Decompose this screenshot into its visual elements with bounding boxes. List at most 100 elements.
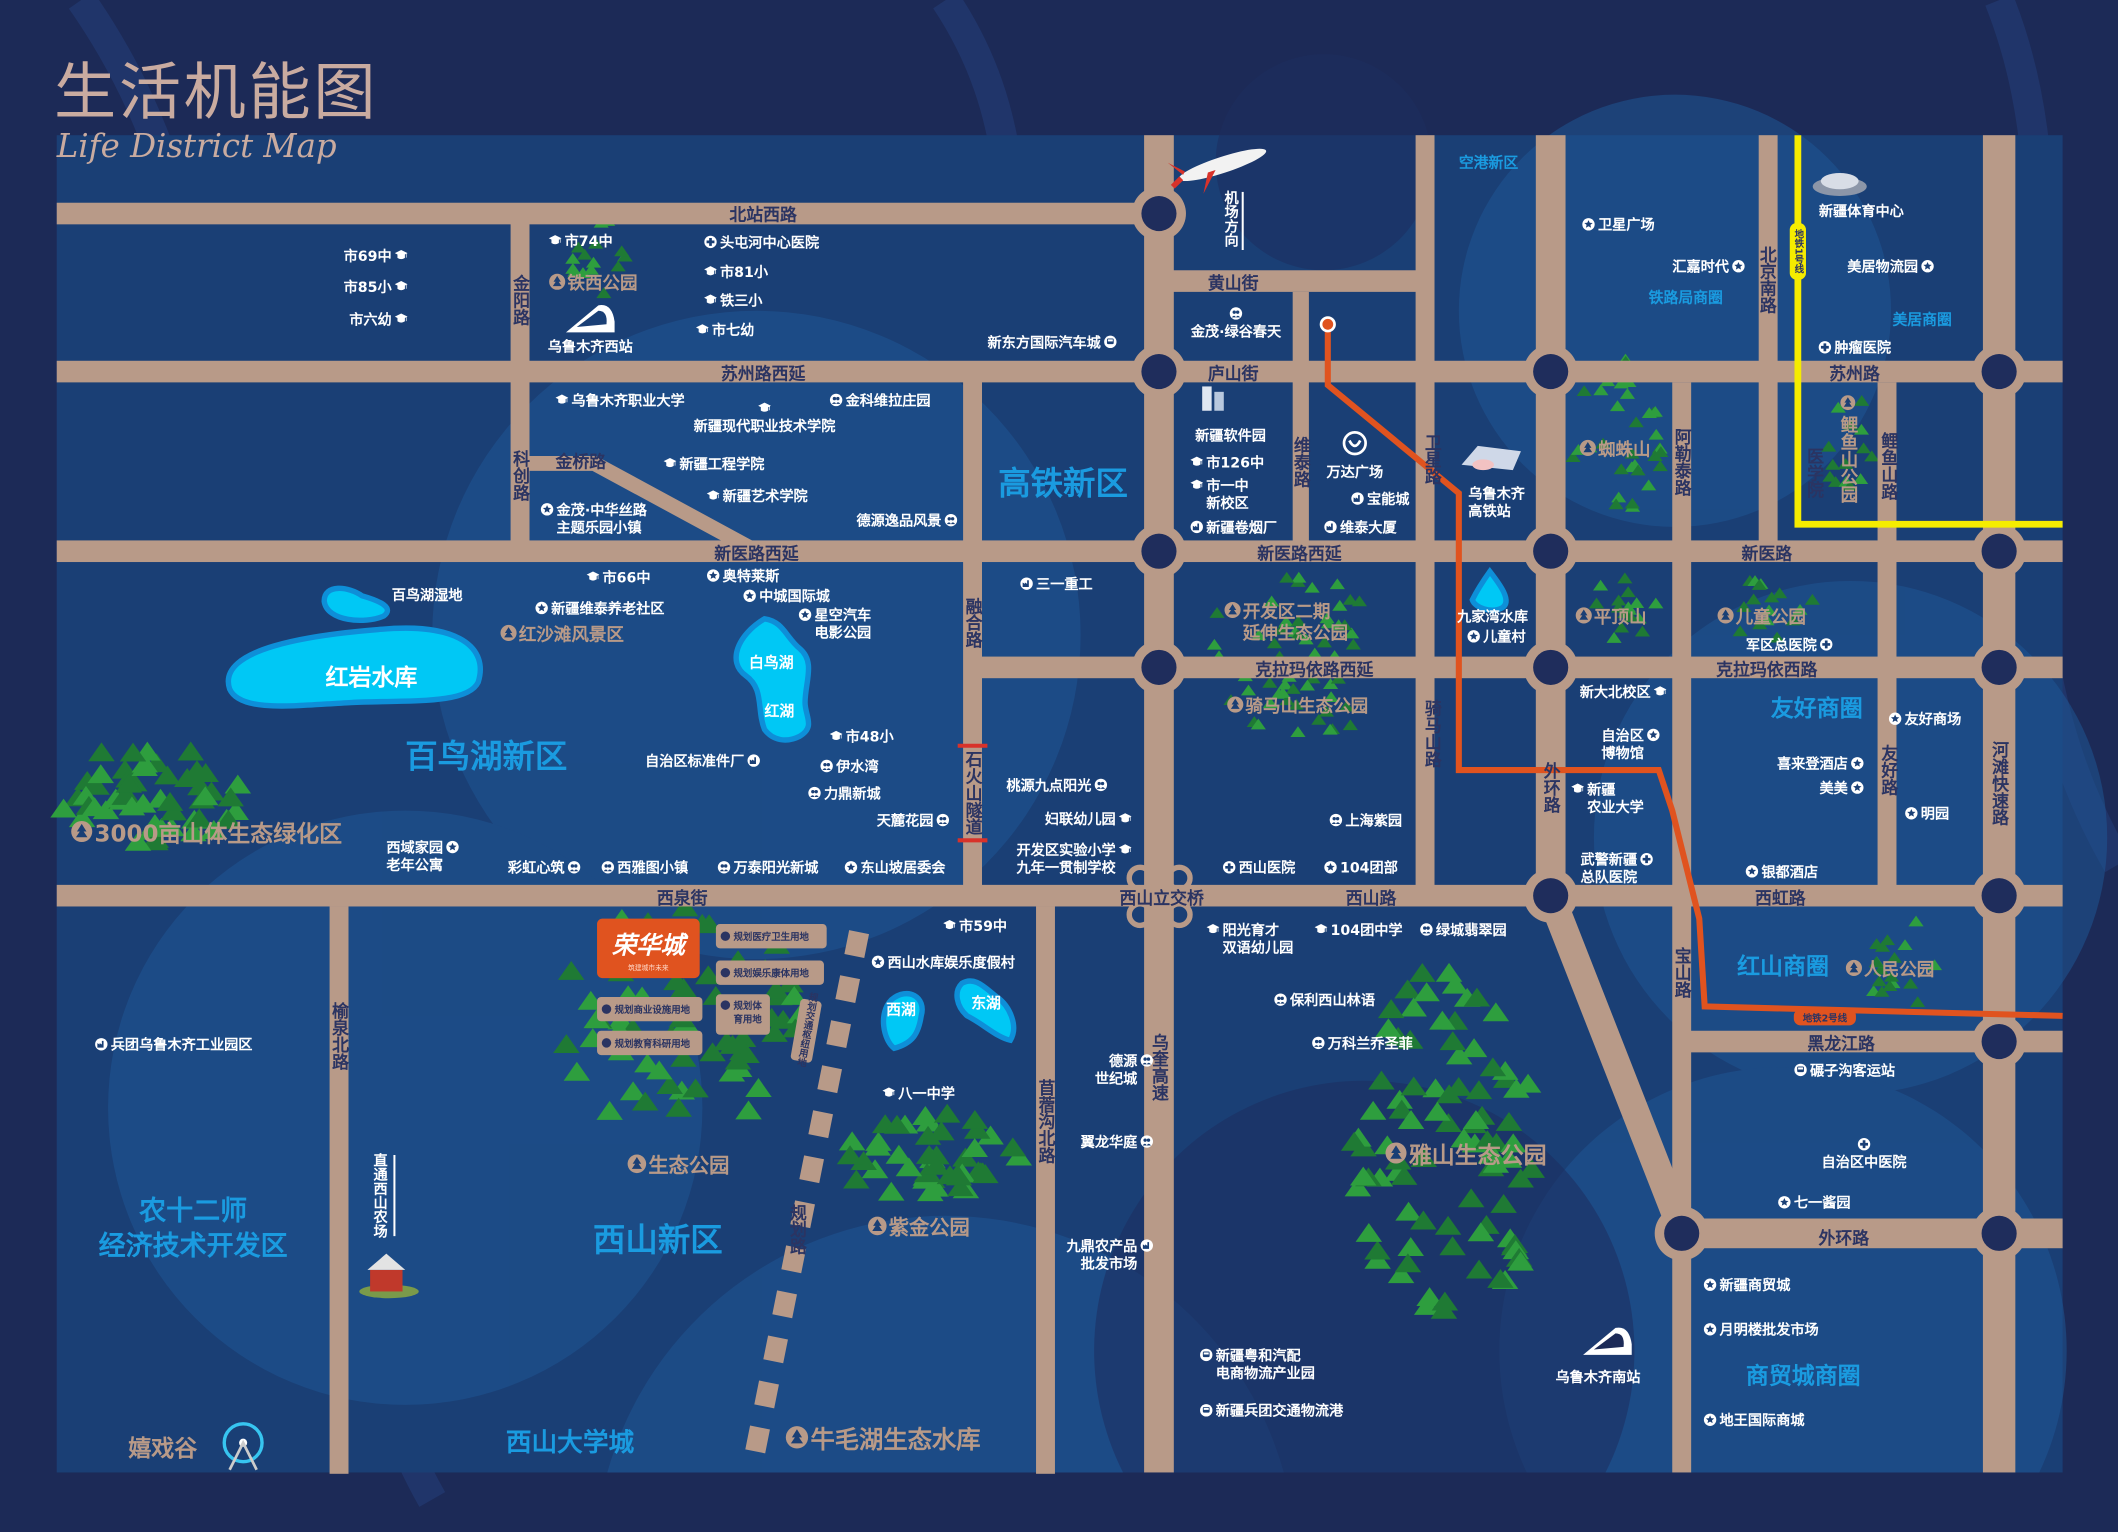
airport-direction-label: 机场方向 <box>1223 190 1239 249</box>
star-icon <box>1703 1413 1717 1426</box>
park-icon <box>1227 696 1244 713</box>
poi-hospital: 军区总医院 <box>1746 637 1833 654</box>
star-icon <box>1851 781 1864 794</box>
tree-icon <box>1275 687 1291 698</box>
tree-icon <box>1462 1110 1490 1130</box>
poi-residence: 金科维拉庄园 <box>829 392 931 409</box>
tree-icon <box>557 960 585 980</box>
tree-icon <box>81 797 108 817</box>
tree-icon <box>1593 579 1609 591</box>
tree-icon <box>1479 1144 1507 1164</box>
tree-icon <box>129 793 157 813</box>
tree-icon <box>1304 581 1320 593</box>
tree-icon <box>1884 970 1900 982</box>
poi-label: 市85小 <box>344 279 393 296</box>
poi-residence: 彩虹心筑 <box>507 860 581 877</box>
poi-label: 三一重工 <box>1036 576 1093 593</box>
poi-label: 新疆兵团交通物流港 <box>1216 1403 1344 1420</box>
planning-plot <box>597 1030 703 1056</box>
park-icon <box>1717 607 1734 624</box>
tree-icon <box>1588 597 1605 609</box>
tree-icon <box>1460 1038 1488 1058</box>
metro-line-1-label: 地铁1号线 <box>1792 228 1804 274</box>
roundabout-center <box>1533 649 1569 685</box>
lakes <box>225 566 1509 1052</box>
tree-icon <box>1653 446 1669 457</box>
hospital-icon <box>1857 1138 1871 1151</box>
plot-icon <box>601 1038 612 1048</box>
poi-label: 翼龙华庭 <box>1080 1134 1139 1151</box>
road-label: 克拉玛依路西延 <box>1255 659 1373 679</box>
brand-tagline: 筑建城市未来 <box>628 963 669 972</box>
tree-icon <box>699 1042 726 1062</box>
poi-label: 新疆卷烟厂 <box>1206 519 1277 536</box>
tree-icon <box>1507 1251 1534 1271</box>
tree-icon <box>1400 1076 1427 1096</box>
tree-icon <box>1413 982 1440 1002</box>
poi-star: 中城国际城 <box>743 588 831 605</box>
poi-school: 市81小 <box>704 264 769 281</box>
poi-label: 西域家园老年公寓 <box>385 839 443 874</box>
tree-icon <box>1344 627 1360 639</box>
poi-residence: 西雅图小镇 <box>601 860 688 877</box>
poi-school: 阳光育才双语幼儿园 <box>1207 922 1293 956</box>
tree-icon <box>1279 694 1295 706</box>
tree-icon <box>50 798 77 818</box>
tree-icon <box>1746 593 1762 605</box>
tree-icon <box>1262 697 1278 709</box>
poi-label: 保利西山林语 <box>1289 992 1375 1009</box>
tree-icon <box>1291 571 1307 583</box>
poi-label: 市一中新校区 <box>1206 477 1249 512</box>
hospital-icon <box>704 235 717 249</box>
poi-star: 星空汽车电影公园 <box>798 607 871 642</box>
factory-icon <box>1190 520 1203 534</box>
tree-icon <box>1262 676 1278 688</box>
bus-icon <box>1200 1404 1213 1417</box>
tree-icon <box>1422 1078 1449 1098</box>
tree-icon <box>1273 623 1289 635</box>
poi-factory: 新疆卷烟厂 <box>1190 519 1277 536</box>
residence-icon <box>601 861 615 874</box>
tree-icon <box>936 1165 964 1185</box>
tree-icon <box>1785 614 1801 626</box>
tree-icon <box>836 1145 864 1165</box>
tree-icon <box>1337 619 1353 631</box>
poi-star: 东山坡居委会 <box>844 860 946 877</box>
poi-label: 自治区博物馆 <box>1601 727 1644 762</box>
lake-label: 东湖 <box>971 994 1001 1012</box>
roundabout-center <box>1981 878 2017 914</box>
tree-icon <box>850 1151 877 1170</box>
tree-icon <box>1250 718 1266 730</box>
tree-icon <box>952 1147 979 1167</box>
tree-icon <box>912 1106 939 1125</box>
poi-school: 新疆农业大学 <box>1571 781 1644 816</box>
roundabouts <box>1131 186 2027 1261</box>
tree-icon <box>961 1109 989 1129</box>
tree-icon <box>1364 1240 1391 1260</box>
tree-icon <box>735 1100 762 1120</box>
tree-icon <box>1342 719 1358 731</box>
poi-label: 军区总医院 <box>1746 637 1817 654</box>
tree-icon <box>1368 1070 1395 1090</box>
roundabout-center <box>1981 533 2017 569</box>
star-icon <box>798 608 812 621</box>
star-icon <box>871 955 885 969</box>
road-label: 庐山街 <box>1208 364 1259 384</box>
park-icon <box>549 273 566 290</box>
park-icon <box>1575 607 1592 624</box>
road-label: 北站西路 <box>729 204 797 224</box>
poi-label: 万科兰乔圣菲 <box>1327 1035 1413 1052</box>
tree-icon <box>1311 713 1327 725</box>
poi-star: 新疆维泰养老社区 <box>535 600 664 617</box>
tree-icon <box>1285 683 1301 694</box>
poi-star: 奥特莱斯 <box>707 568 780 585</box>
tree-icon <box>1410 1210 1437 1230</box>
tree-icon <box>217 787 244 807</box>
poi-label: 汇嘉时代 <box>1672 259 1730 276</box>
tree-icon <box>864 1136 891 1156</box>
road-label: 融合路 <box>963 597 983 649</box>
residence-icon <box>1420 923 1433 936</box>
poi-label: 市81小 <box>720 264 769 281</box>
poi-label: 新疆艺术学院 <box>723 488 808 505</box>
tree-icon <box>1629 597 1645 609</box>
